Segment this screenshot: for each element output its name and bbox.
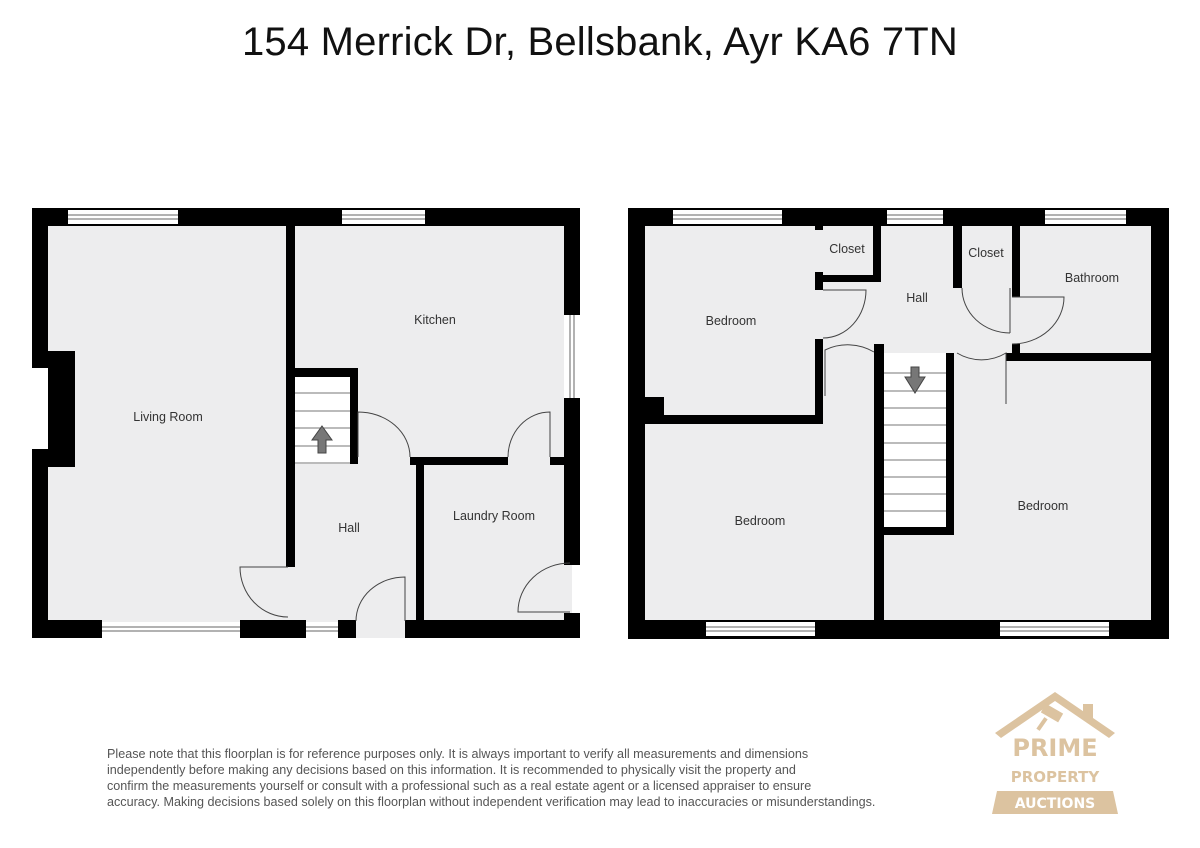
room-label-closet-2: Closet bbox=[968, 246, 1004, 260]
room-label-bedroom-3: Bedroom bbox=[1018, 499, 1069, 513]
logo-line-2: PROPERTY bbox=[1011, 768, 1101, 786]
ground-doors bbox=[239, 411, 571, 622]
front-door-threshold bbox=[356, 622, 405, 638]
laundry-door-threshold bbox=[564, 565, 572, 613]
room-label-bathroom: Bathroom bbox=[1065, 271, 1119, 285]
gavel-icon bbox=[1036, 703, 1064, 731]
room-label-kitchen: Kitchen bbox=[414, 313, 456, 327]
house-roof-icon bbox=[995, 692, 1115, 738]
room-label-closet-1: Closet bbox=[829, 242, 865, 256]
logo-banner bbox=[992, 791, 1118, 814]
upper-windows bbox=[673, 210, 1126, 636]
page-title: 154 Merrick Dr, Bellsbank, Ayr KA6 7TN bbox=[241, 20, 959, 64]
room-label-bedroom-1: Bedroom bbox=[706, 314, 757, 328]
upper-doors bbox=[822, 287, 1065, 404]
ground-walls bbox=[32, 208, 580, 638]
prime-property-auctions-logo: PRIME PROPERTY AUCTIONS bbox=[992, 692, 1118, 814]
disclaimer-line: accuracy. Making decisions based solely … bbox=[107, 795, 876, 809]
stairs-up-arrow-icon bbox=[311, 425, 333, 454]
room-label-living-room: Living Room bbox=[133, 410, 202, 424]
disclaimer-line: Please note that this floorplan is for r… bbox=[107, 747, 809, 761]
room-label-laundry-room: Laundry Room bbox=[453, 509, 535, 523]
upper-floor-plan: Closet Closet Bathroom Hall Bedroom Bedr… bbox=[628, 208, 1169, 639]
logo-line-1: PRIME bbox=[1012, 734, 1097, 762]
disclaimer-text: Please note that this floorplan is for r… bbox=[107, 746, 947, 810]
disclaimer-line: confirm the measurements yourself or con… bbox=[107, 779, 812, 793]
room-label-hall: Hall bbox=[906, 291, 928, 305]
stairs-down-arrow-icon bbox=[904, 366, 926, 394]
room-label-hall: Hall bbox=[338, 521, 360, 535]
ground-floor-plan: Living Room Kitchen Hall Laundry Room bbox=[32, 208, 580, 638]
logo-line-3: AUCTIONS bbox=[1015, 796, 1096, 812]
ground-windows bbox=[68, 210, 578, 636]
disclaimer-line: independently before making any decision… bbox=[107, 763, 796, 777]
room-label-bedroom-2: Bedroom bbox=[735, 514, 786, 528]
